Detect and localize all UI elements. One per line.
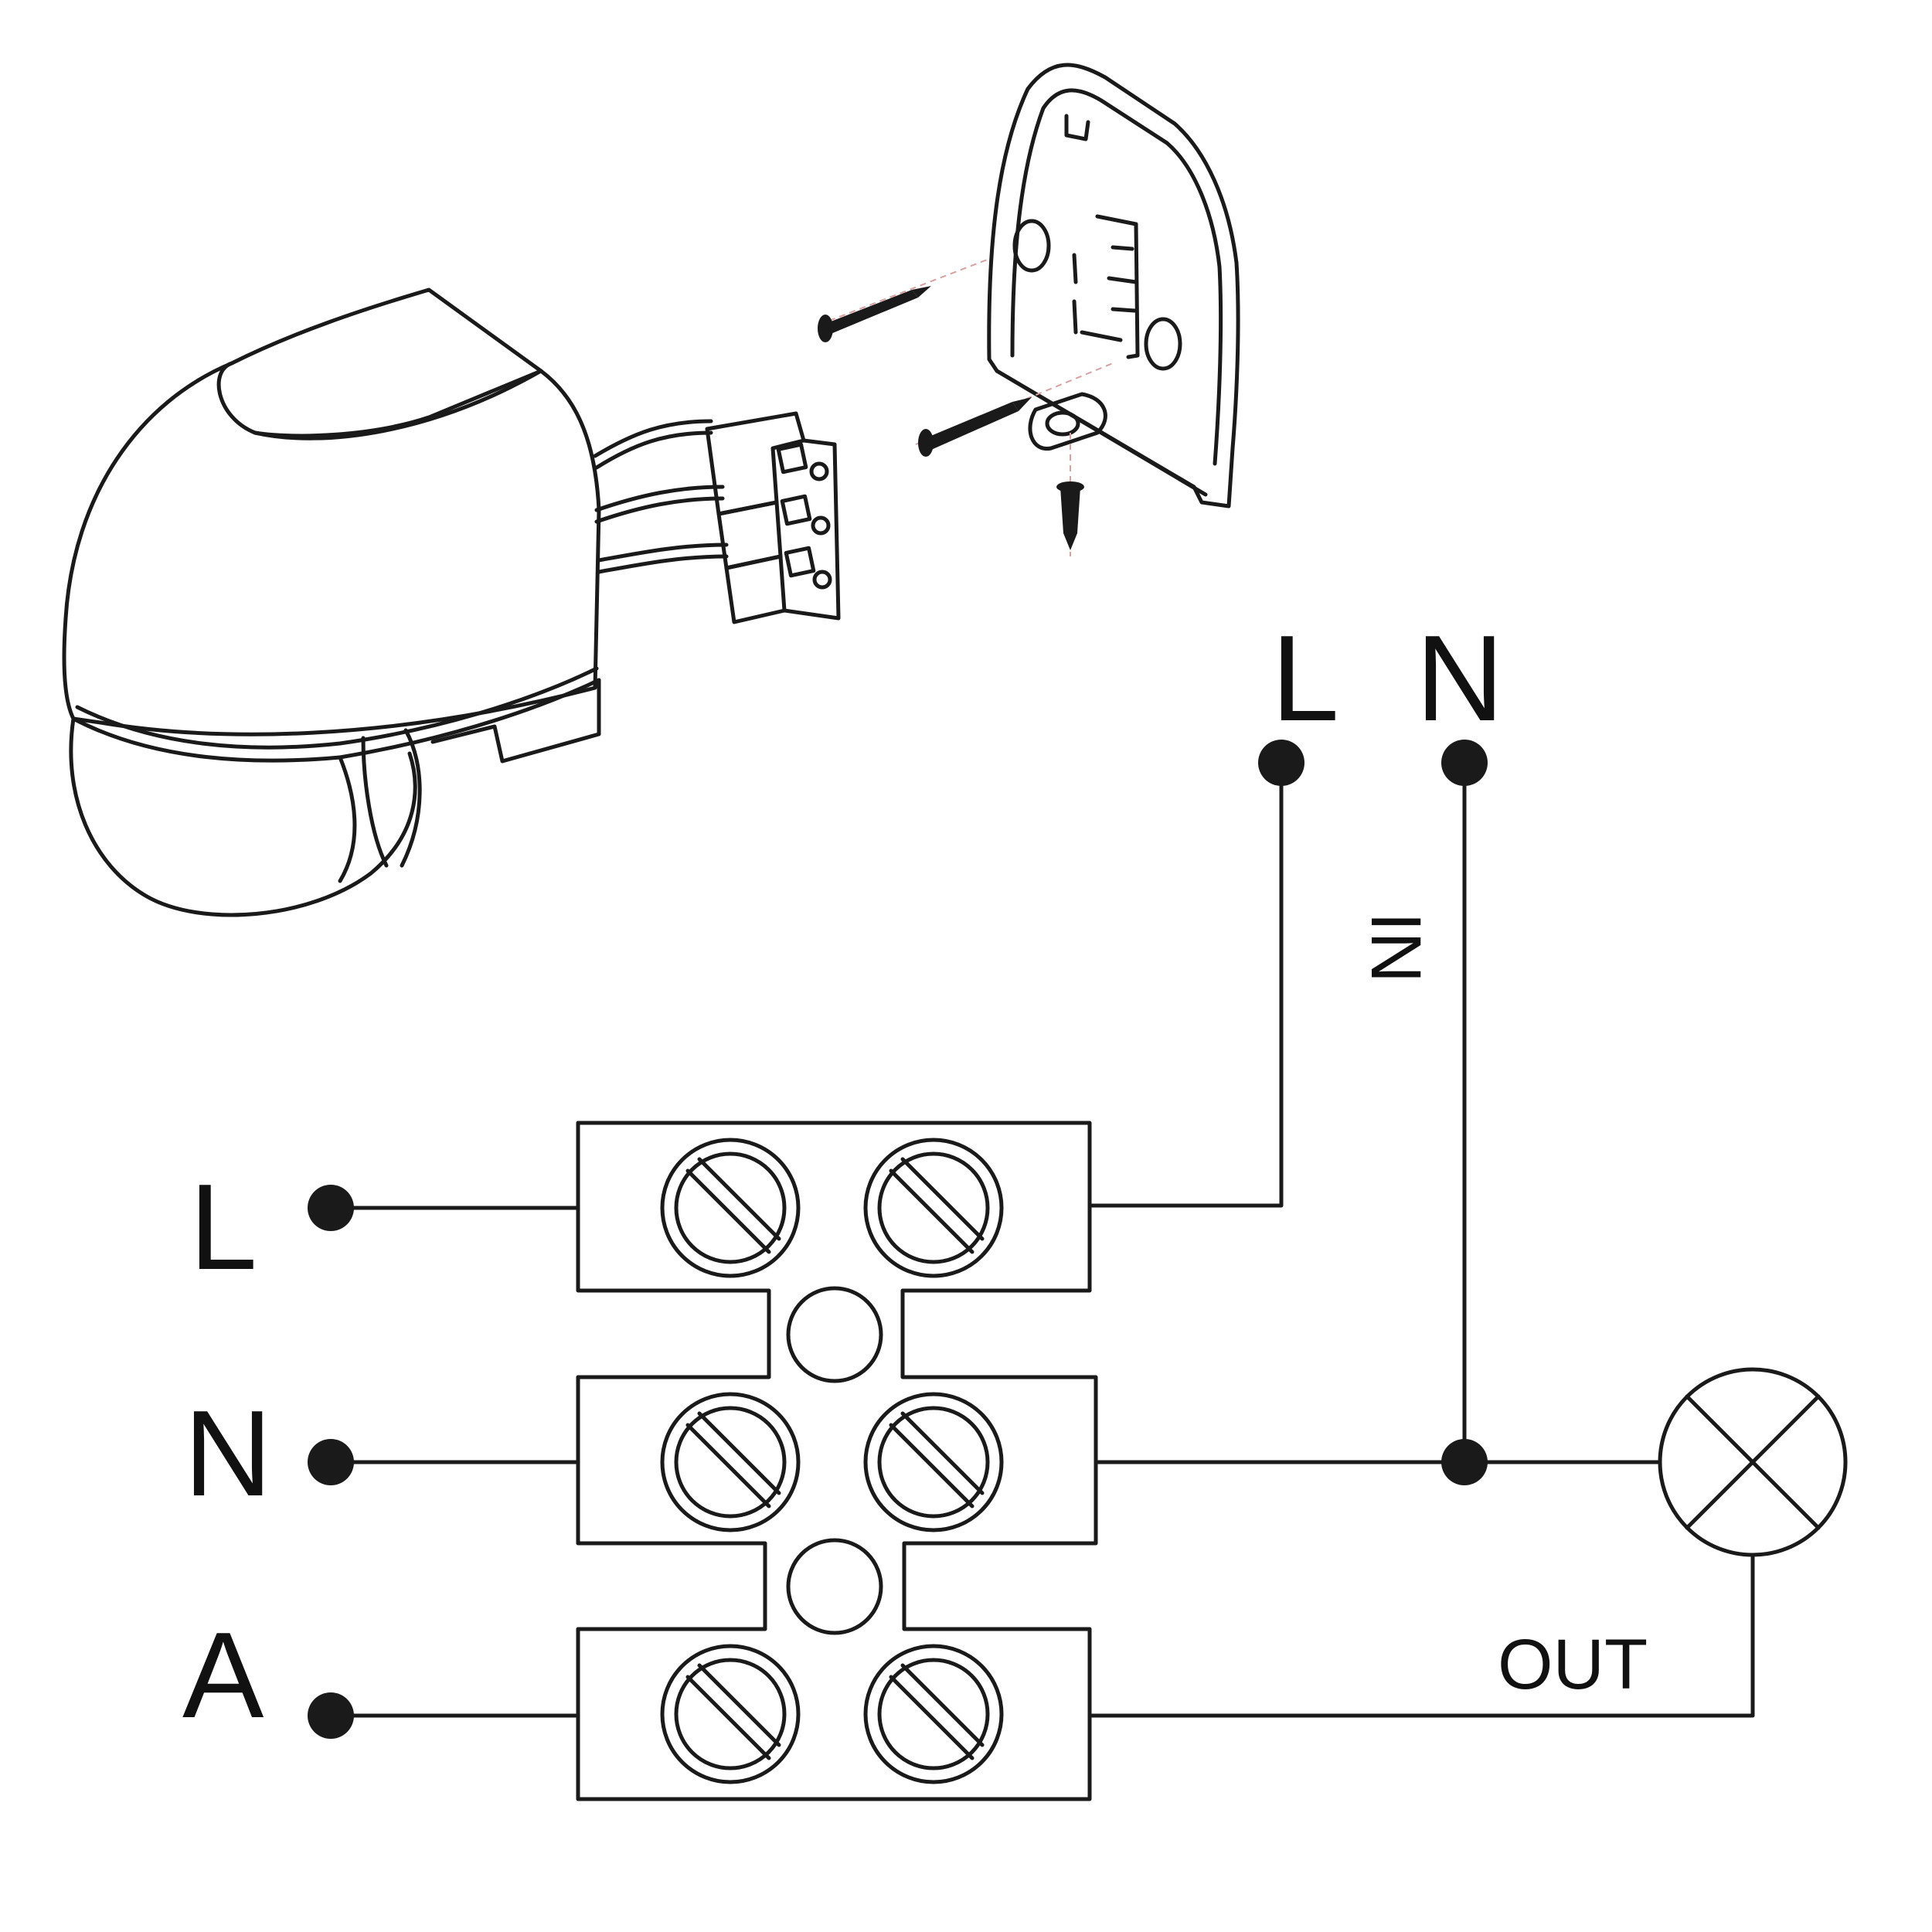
terminal-inputs: L N A — [182, 1159, 580, 1743]
terminal-a-label: A — [182, 1607, 264, 1743]
lamp-symbol — [1658, 1367, 1848, 1557]
neutral-junction-dot — [1441, 1439, 1488, 1485]
supply-connection: L N IN — [1087, 611, 1504, 1467]
terminal-n-label: N — [184, 1386, 272, 1522]
supply-l-label: L — [1271, 611, 1339, 747]
terminal-l-label: L — [189, 1159, 257, 1295]
out-wire — [1087, 1553, 1755, 1718]
in-label: IN — [1356, 912, 1435, 983]
out-label: OUT — [1498, 1625, 1648, 1704]
output-circuit: OUT — [1087, 1367, 1848, 1718]
supply-l-wire — [1087, 760, 1284, 1208]
wall-mounting-bracket — [987, 63, 1240, 509]
three-way-terminal-block — [576, 1121, 1098, 1801]
supply-n-label: N — [1416, 611, 1504, 747]
motion-sensor-illustration — [62, 287, 841, 917]
mounting-screw — [818, 258, 1114, 556]
